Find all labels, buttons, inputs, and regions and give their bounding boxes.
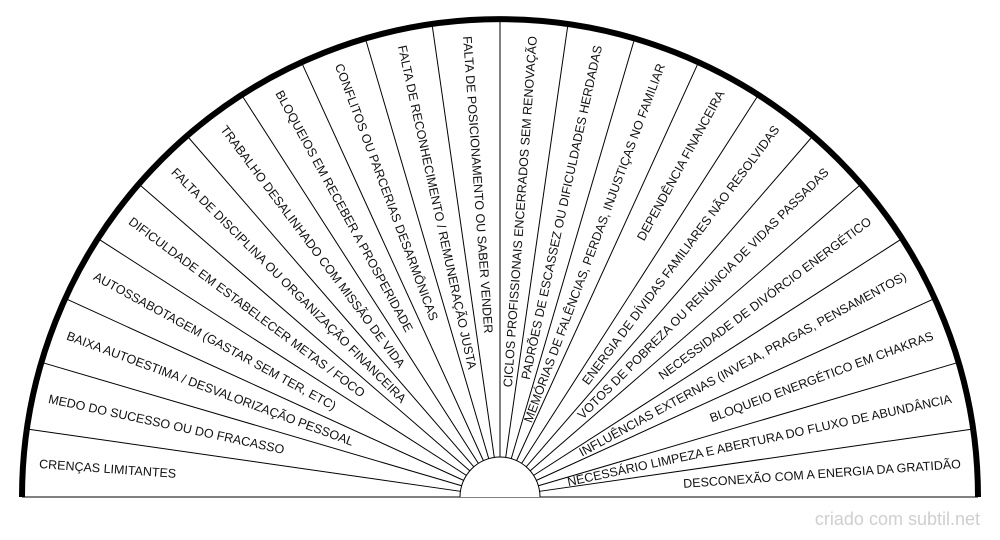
segment-label: FALTA DE DISCIPLINA OU ORGANIZAÇÃO FINAN… xyxy=(168,165,409,406)
segment-divider xyxy=(364,38,490,459)
segment-divider xyxy=(138,183,471,472)
outer-arc xyxy=(19,16,981,498)
segment-divider xyxy=(538,361,959,487)
segment-divider xyxy=(510,38,636,459)
segment-divider xyxy=(505,23,569,458)
segment-divider xyxy=(525,135,814,468)
segment-divider xyxy=(521,94,759,464)
segment-divider xyxy=(536,297,936,481)
segment-divider xyxy=(97,238,467,476)
segment-divider xyxy=(300,61,484,461)
segment-divider xyxy=(539,428,974,492)
center-semicircle xyxy=(459,456,541,498)
segment-divider xyxy=(64,297,464,481)
segment-divider xyxy=(186,135,475,468)
segment-divider xyxy=(533,238,903,476)
segment-divider xyxy=(431,23,495,458)
watermark: criado com subtil.net xyxy=(814,509,980,529)
segment-divider xyxy=(529,183,862,472)
segment-divider xyxy=(516,61,700,461)
segment-divider xyxy=(41,361,462,487)
segment-divider xyxy=(241,94,479,464)
segment-label: FALTA DE POSICIONAMENTO OU SABER VENDER xyxy=(460,36,495,334)
segment-label: DESCONEXÃO COM A ENERGIA DA GRATIDÃO xyxy=(683,457,962,491)
segment-divider xyxy=(26,428,461,492)
segment-label: CRENÇAS LIMITANTES xyxy=(39,457,177,481)
